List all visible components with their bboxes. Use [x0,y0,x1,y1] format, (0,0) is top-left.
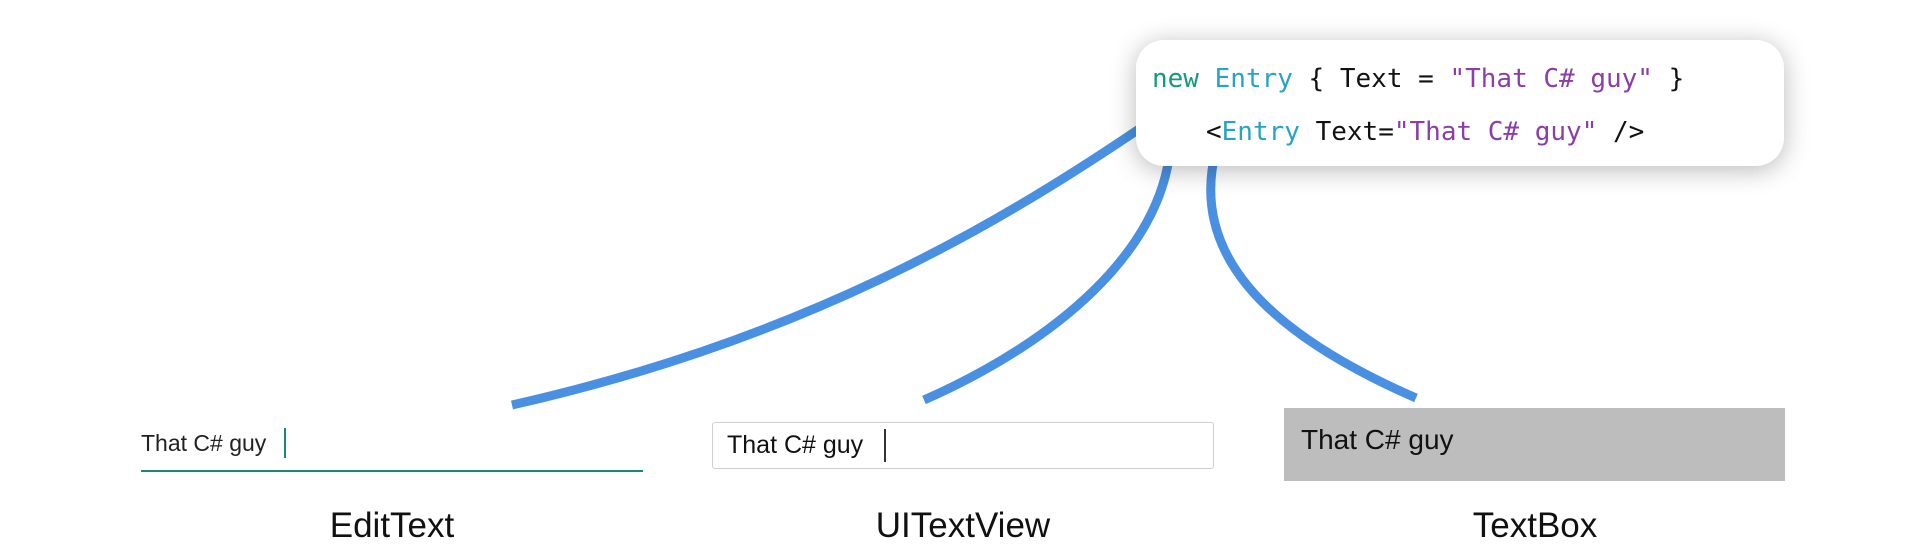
xaml-attribute: Text= [1299,117,1394,147]
code-close: } [1652,64,1685,94]
edittext-caption: EditText [329,506,455,545]
connector-to-textbox [1206,148,1418,403]
xaml-code-line: <Entry Text="That C# guy" /> [1206,115,1644,149]
xaml-open-bracket: < [1206,117,1222,147]
ios-uitextview[interactable]: That C# guy [712,422,1214,469]
code-type-entry: Entry [1214,64,1293,94]
code-keyword-new: new [1152,64,1199,94]
uitextview-caption: UITextView [875,506,1051,545]
connector-to-uitextview [922,149,1175,405]
edittext-cursor [284,428,286,458]
uitextview-value: That C# guy [727,431,864,459]
code-card: new Entry { Text = "That C# guy" } <Entr… [1136,40,1784,166]
android-edittext[interactable]: That C# guy [141,420,643,472]
textbox-caption: TextBox [1472,506,1598,545]
textbox-value: That C# guy [1301,424,1454,455]
code-property: { Text = [1292,64,1450,94]
xaml-type-entry: Entry [1221,117,1300,147]
uitextview-cursor [884,429,886,462]
edittext-value: That C# guy [141,430,267,456]
xaml-close: /> [1597,117,1645,147]
connector-to-edittext [511,123,1145,410]
code-string: "That C# guy" [1449,64,1653,94]
xaml-string: "That C# guy" [1393,117,1598,147]
csharp-code-line: new Entry { Text = "That C# guy" } [1152,62,1684,96]
windows-textbox[interactable]: That C# guy [1284,408,1785,481]
